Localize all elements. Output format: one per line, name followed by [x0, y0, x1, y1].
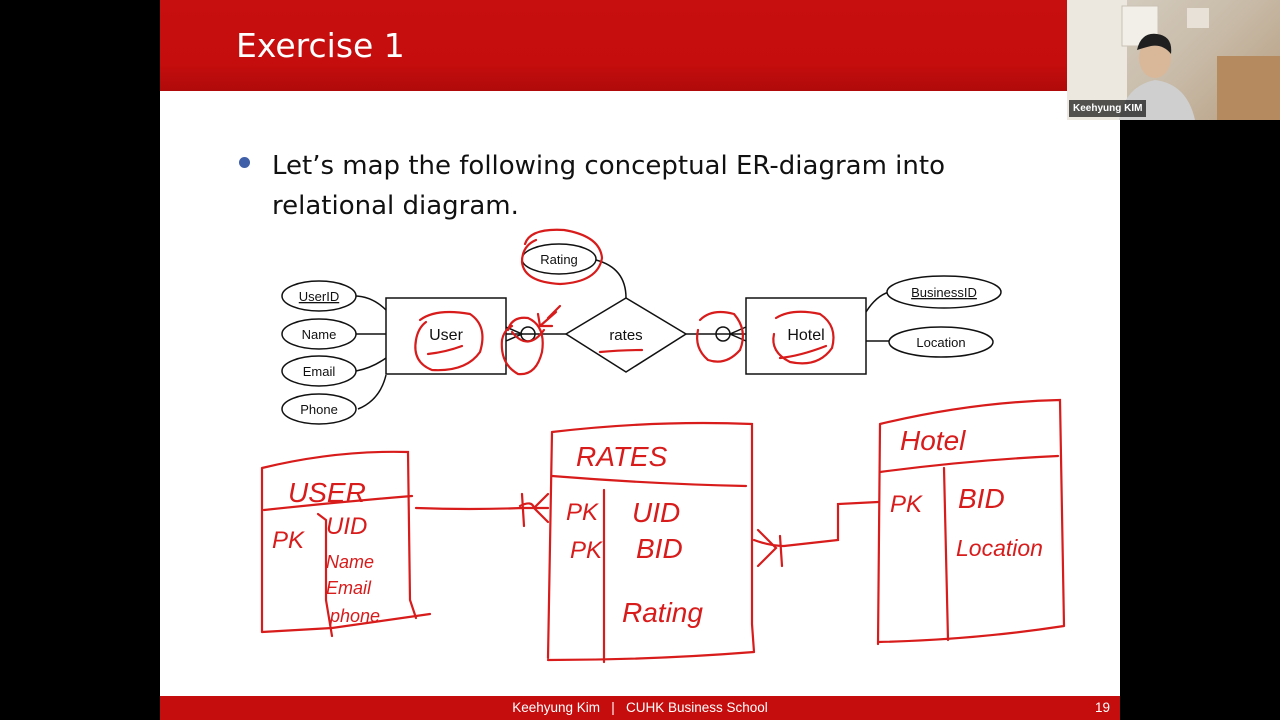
rates-table-title: RATES	[576, 441, 668, 472]
slide-header: Exercise 1	[160, 0, 1120, 91]
circle-crowfoot-right	[696, 310, 745, 363]
user-field-3: Email	[326, 578, 372, 598]
webcam-name-label: Keehyung KIM	[1069, 100, 1147, 117]
entity-user	[385, 297, 507, 375]
circle-rating	[520, 228, 604, 286]
relationship-rates	[564, 297, 688, 373]
page-number: 19	[1094, 700, 1110, 715]
webcam-thumbnail: Keehyung KIM	[1067, 0, 1280, 120]
user-table-outline	[260, 450, 432, 634]
user-table-title: USER	[288, 477, 366, 508]
attr-name-label: Name	[302, 327, 337, 342]
circle-hotel	[772, 310, 835, 365]
attr-businessid-label: BusinessID	[911, 285, 977, 300]
attr-location	[888, 326, 994, 358]
entity-user-label: User	[429, 327, 463, 344]
attr-userid	[281, 280, 357, 312]
user-field-2: Name	[326, 552, 374, 572]
slide-footer: Keehyung Kim | CUHK Business School 19	[160, 696, 1120, 720]
bullet-text: Let’s map the following conceptual ER-di…	[272, 151, 945, 221]
rates-field-3: Rating	[622, 597, 703, 628]
line-rates-hotel	[752, 500, 880, 568]
attr-phone	[281, 393, 357, 425]
bullet-dot	[239, 157, 250, 168]
hotel-table-pk: PK	[890, 491, 923, 518]
entity-hotel-label: Hotel	[787, 327, 824, 344]
rates-table-pk-2: PK	[570, 537, 603, 564]
attr-email-label: Email	[303, 364, 336, 379]
rates-field-1: UID	[632, 497, 680, 528]
hotel-table-title: Hotel	[900, 425, 966, 456]
entity-hotel	[745, 297, 867, 375]
rates-table-outline	[546, 421, 756, 662]
rates-table-pk-1: PK	[566, 499, 599, 526]
relationship-label: rates	[609, 327, 642, 344]
line-user-rates	[414, 492, 550, 528]
user-field-1: UID	[326, 513, 367, 540]
attr-userid-label: UserID	[299, 289, 339, 304]
attr-phone-label: Phone	[300, 402, 338, 417]
footer-text: Keehyung Kim | CUHK Business School	[512, 700, 768, 715]
attr-businessid	[886, 275, 1002, 309]
circle-user	[414, 310, 484, 372]
hotel-field-1: BID	[958, 483, 1005, 514]
attr-name	[281, 318, 357, 350]
user-field-4: phone	[329, 606, 380, 626]
hotel-table-outline	[876, 398, 1066, 646]
attr-rating-label: Rating	[540, 252, 578, 267]
attr-email	[281, 355, 357, 387]
user-table-pk: PK	[272, 527, 305, 554]
arrow-crowfoot	[536, 304, 562, 328]
circle-crowfoot-left	[500, 316, 544, 376]
hotel-field-2: Location	[956, 535, 1043, 561]
slide-title: Exercise 1	[236, 26, 405, 65]
rates-field-2: BID	[636, 533, 683, 564]
attr-location-label: Location	[916, 335, 965, 350]
